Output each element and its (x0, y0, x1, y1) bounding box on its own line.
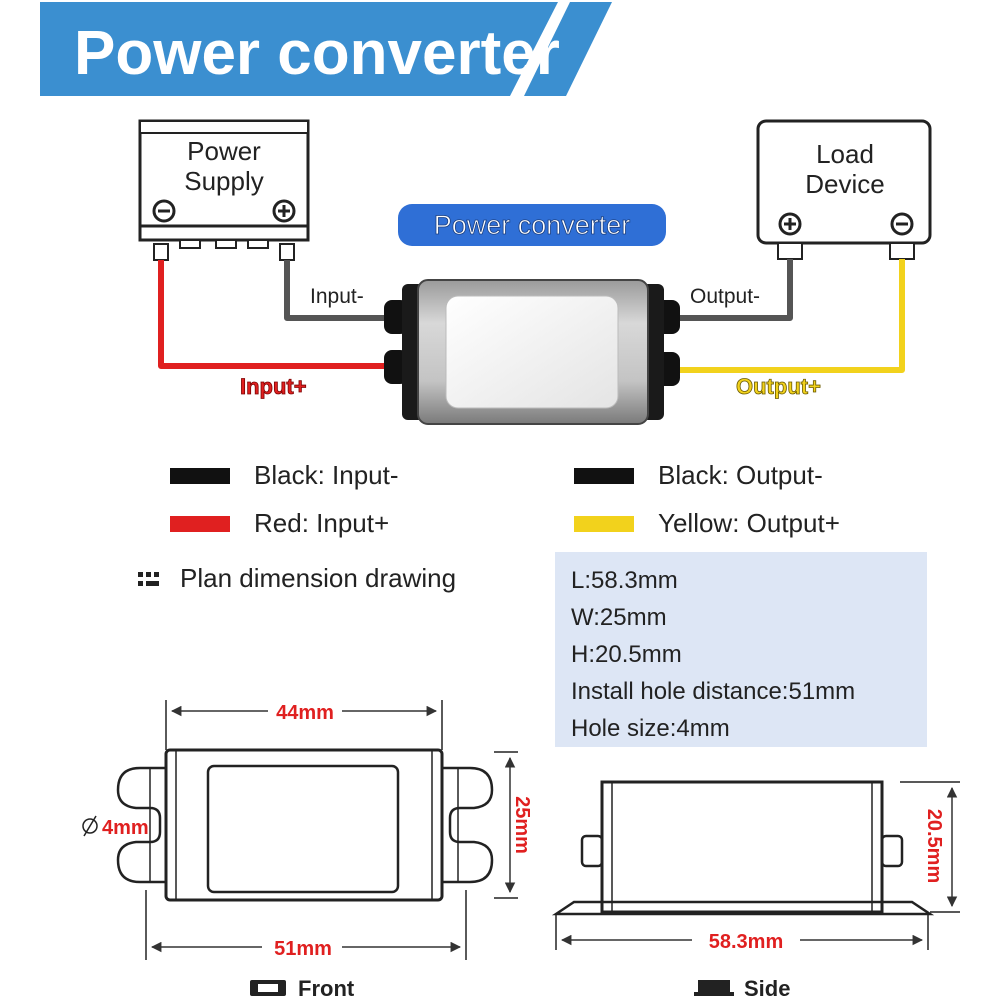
front-dim-hole: 4mm (102, 817, 149, 839)
legend-swatch-black-output (574, 468, 634, 484)
spec-width: W:25mm (571, 604, 667, 631)
label-output-minus: Output- (690, 285, 760, 308)
wires (158, 259, 905, 373)
front-view-drawing (82, 700, 518, 960)
legend-swatch-yellow-output (574, 516, 634, 532)
wire-input-plus (158, 260, 400, 369)
plan-drawing-icon (138, 572, 159, 586)
spec-hole-size: Hole size:4mm (571, 715, 730, 742)
legend-black-output: Black: Output- (658, 460, 823, 490)
power-supply-box: Power Supply (138, 119, 310, 261)
specs-panel: L:58.3mm W:25mm H:20.5mm Install hole di… (555, 552, 927, 747)
side-caption-icon (694, 980, 734, 996)
wire-output-plus (668, 259, 905, 373)
title-banner: Power converter (40, 2, 612, 96)
converter-badge-label: Power converter (434, 210, 631, 240)
legend-black-input: Black: Input- (254, 460, 399, 490)
load-device-label-line1: Load (816, 139, 874, 169)
spec-height: H:20.5mm (571, 641, 682, 668)
converter-module (384, 279, 680, 425)
power-supply-label-line2: Supply (184, 166, 264, 196)
side-caption: Side (744, 976, 790, 1000)
load-device-box: Load Device (756, 119, 932, 260)
side-dim-bottom: 58.3mm (709, 931, 784, 953)
plus-terminal-icon (272, 199, 296, 223)
legend-red-input: Red: Input+ (254, 508, 390, 538)
front-dim-top: 44mm (276, 702, 334, 724)
page-title: Power converter (74, 19, 560, 88)
legend (138, 468, 634, 586)
front-dim-right: 25mm (511, 796, 533, 854)
label-input-plus: Input+ (240, 374, 307, 399)
wire-input-minus (284, 260, 400, 321)
plan-dimension-title: Plan dimension drawing (180, 563, 457, 593)
label-output-plus: Output+ (736, 374, 821, 399)
side-view-drawing (551, 780, 960, 950)
plus-terminal-icon (778, 212, 802, 236)
minus-terminal-icon (890, 212, 914, 236)
legend-swatch-black-input (170, 468, 230, 484)
label-input-minus: Input- (310, 285, 364, 308)
power-supply-label-line1: Power (187, 136, 261, 166)
front-caption: Front (298, 976, 355, 1000)
converter-badge: Power converter (398, 204, 666, 246)
load-device-label-line2: Device (805, 169, 884, 199)
minus-terminal-icon (152, 199, 176, 223)
legend-swatch-red-input (170, 516, 230, 532)
wire-output-minus (668, 259, 793, 321)
legend-yellow-output: Yellow: Output+ (658, 508, 840, 538)
side-dim-right: 20.5mm (923, 809, 945, 884)
spec-hole-distance: Install hole distance:51mm (571, 678, 856, 705)
spec-length: L:58.3mm (571, 567, 678, 594)
front-dim-bottom: 51mm (274, 938, 332, 960)
front-caption-icon (250, 980, 286, 996)
